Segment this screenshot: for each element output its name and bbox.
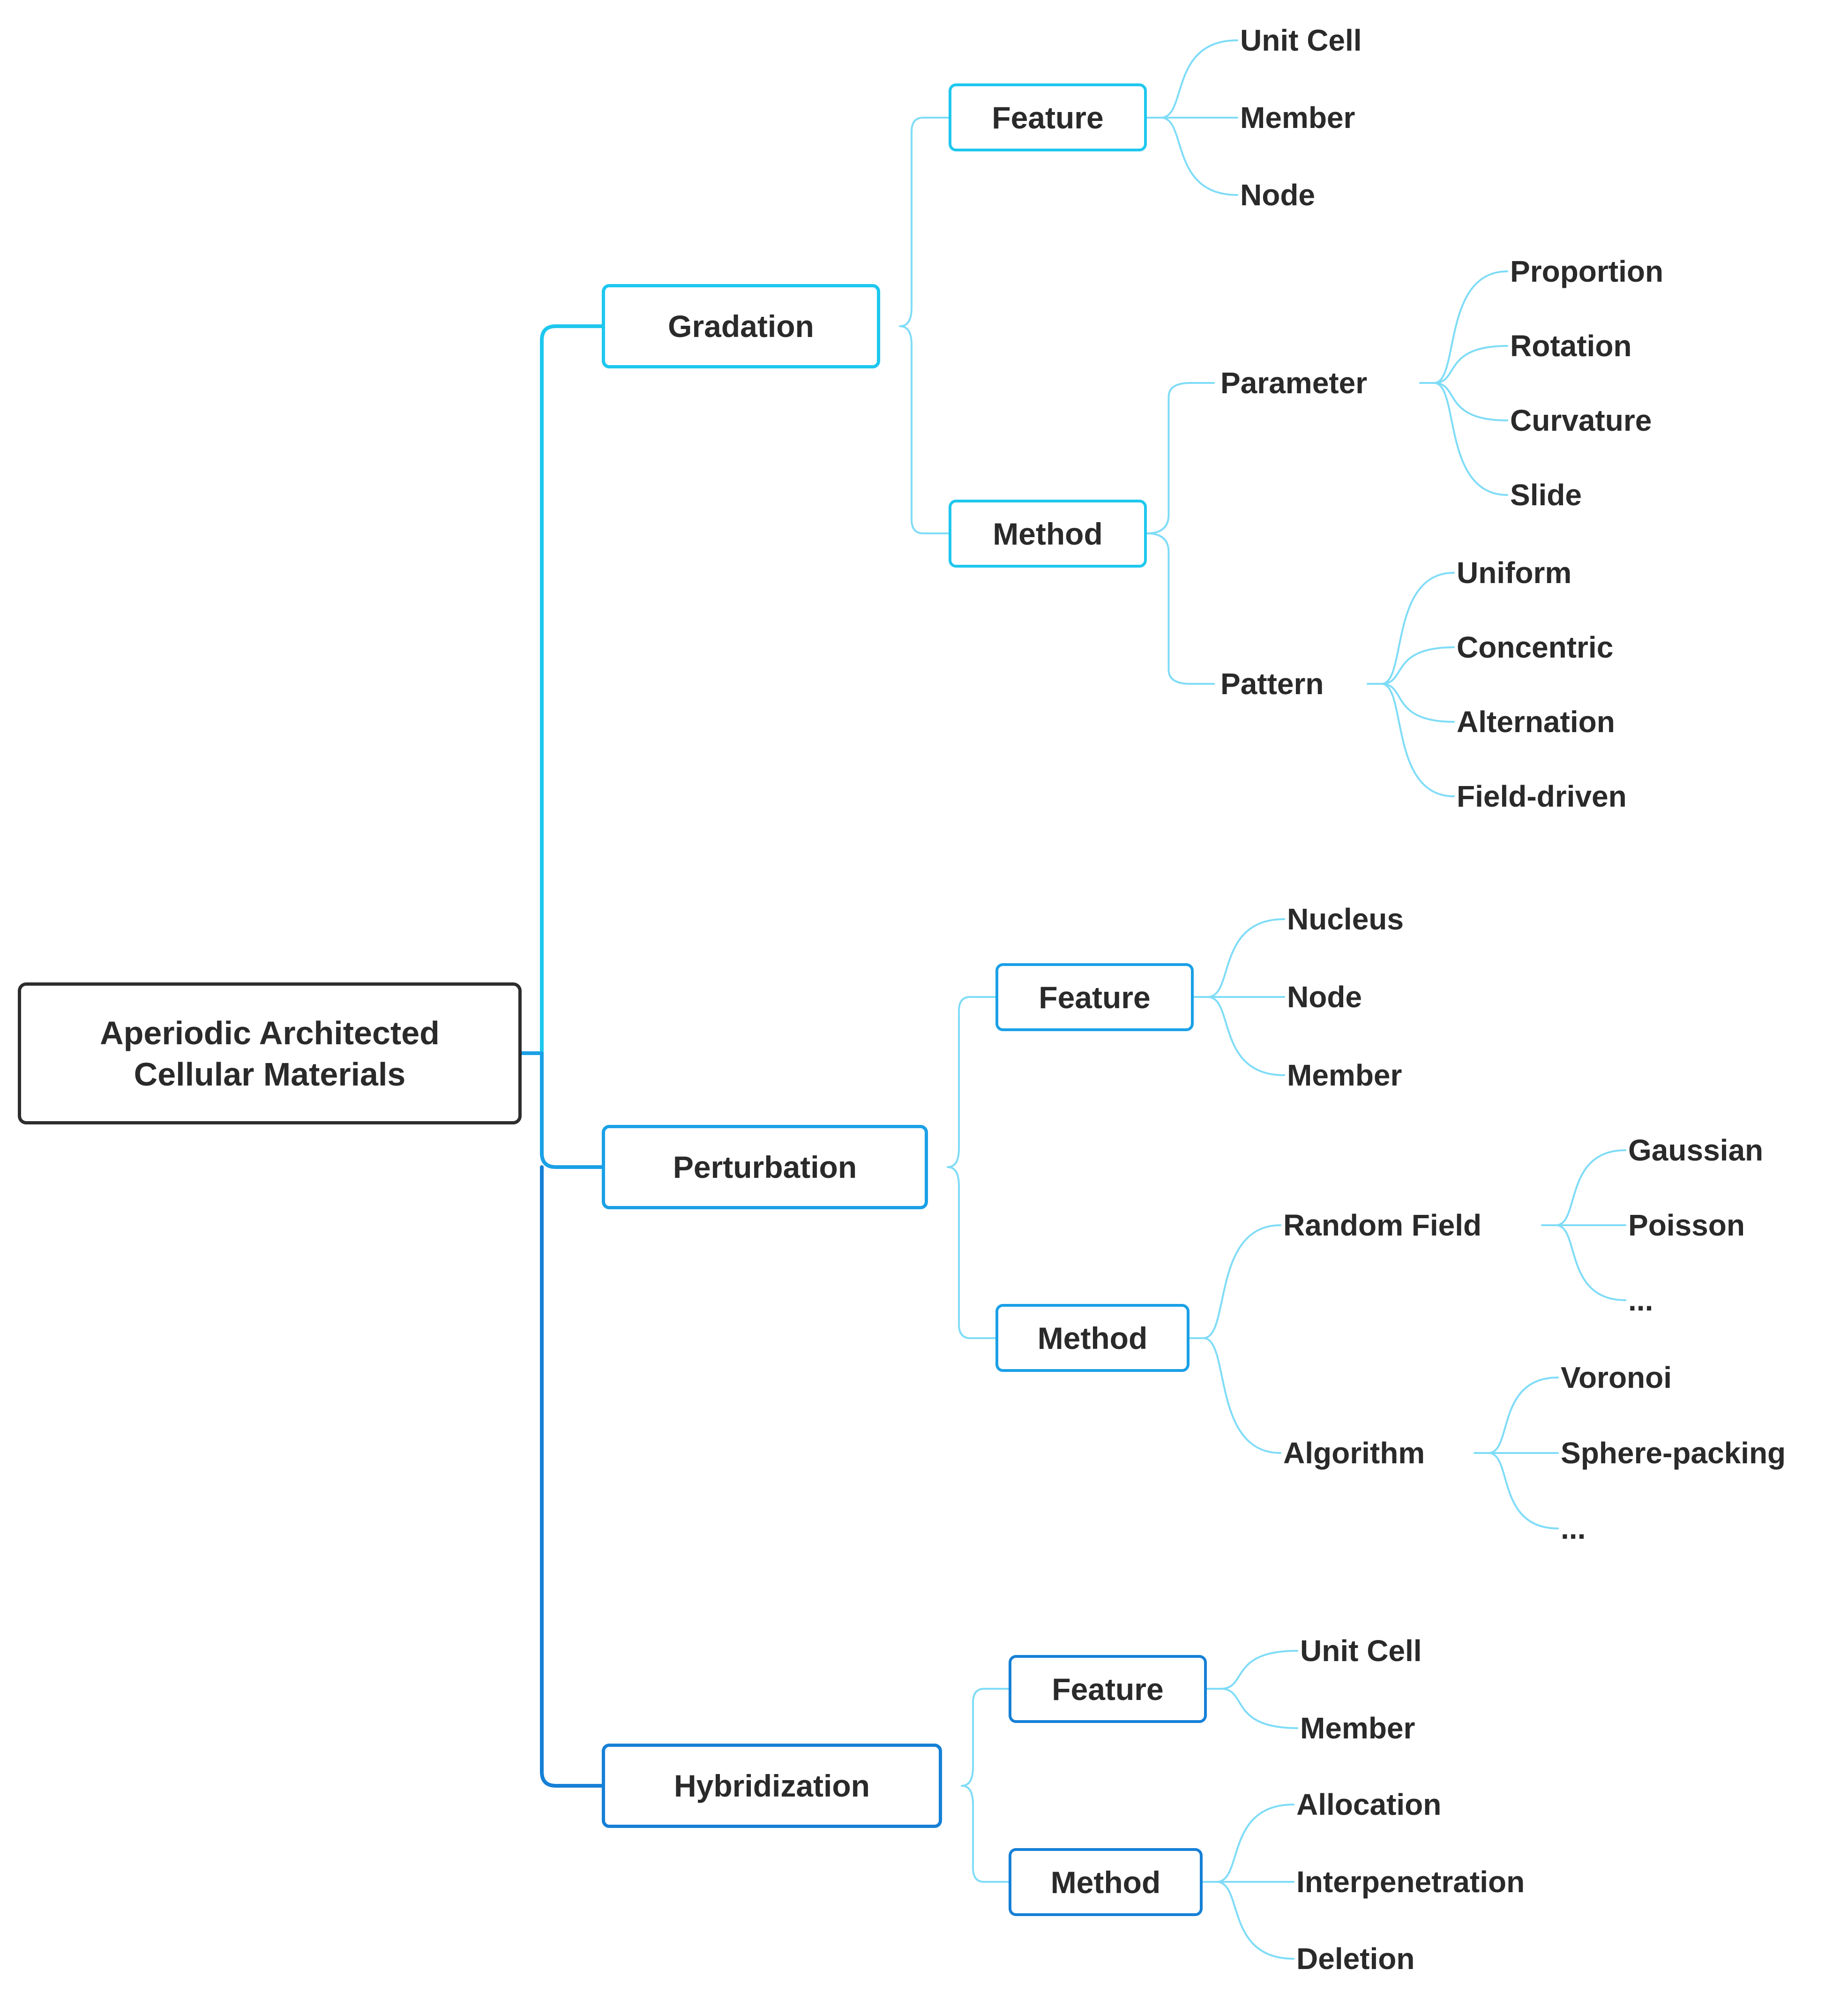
- parameter-fan-1: [1433, 345, 1508, 384]
- pattern-fan-0: [1381, 572, 1455, 685]
- algorithm-fan-2: [1488, 1452, 1559, 1529]
- gradation-feature-unit-cell: Unit Cell: [1240, 23, 1362, 57]
- random-field-label: Random Field: [1283, 1208, 1482, 1242]
- pattern-fan-1: [1381, 646, 1455, 685]
- pattern-alternation: Alternation: [1457, 705, 1615, 739]
- algorithm-sphere-packing: Sphere-packing: [1561, 1436, 1786, 1470]
- hybridization-feature-fan-1: [1220, 1688, 1298, 1729]
- perturbation-method-fan-1: [1203, 1337, 1281, 1454]
- random-field-fan-2: [1555, 1224, 1626, 1301]
- hybridization-method-interpenetration: Interpenetration: [1296, 1865, 1525, 1899]
- perturbation-brace: [947, 996, 971, 1339]
- hybridization-method-fan-0: [1216, 1804, 1294, 1883]
- algorithm-ellipsis: ...: [1561, 1512, 1586, 1545]
- hybridization-feature-member: Member: [1300, 1711, 1415, 1745]
- hybridization-feature-node[interactable]: Feature: [1009, 1655, 1207, 1723]
- perturbation-feature-node[interactable]: Feature: [995, 963, 1194, 1031]
- gradation-feature-fan-2: [1160, 117, 1238, 196]
- gradation-brace: [899, 117, 924, 534]
- perturbation-feature-member: Member: [1287, 1058, 1402, 1092]
- parameter-label: Parameter: [1220, 366, 1368, 400]
- root-to-perturbation-line: [540, 1051, 604, 1169]
- hybridization-feature-unit-cell: Unit Cell: [1300, 1634, 1422, 1668]
- hybridization-method-node[interactable]: Method: [1009, 1848, 1203, 1916]
- hybridization-node[interactable]: Hybridization: [602, 1744, 942, 1828]
- perturbation-feature-nucleus: Nucleus: [1287, 902, 1404, 936]
- gradation-feature-member: Member: [1240, 101, 1355, 135]
- pattern-fan-2: [1381, 683, 1455, 723]
- pattern-field-driven: Field-driven: [1457, 779, 1627, 813]
- perturbation-feature-fan-0: [1207, 918, 1285, 998]
- gradation-feature-node-item: Node: [1240, 178, 1315, 212]
- root-to-gradation-line: [540, 324, 604, 1055]
- parameter-fan-3: [1433, 382, 1508, 496]
- root-node[interactable]: Aperiodic Architected Cellular Materials: [18, 982, 522, 1124]
- hybridization-brace: [961, 1688, 985, 1883]
- root-title-line-1: Aperiodic Architected: [100, 1014, 440, 1051]
- gradation-feature-node[interactable]: Feature: [949, 83, 1147, 151]
- gradation-method-brace: [1146, 382, 1191, 685]
- perturbation-method-node[interactable]: Method: [995, 1304, 1190, 1372]
- perturbation-method-fan-0: [1203, 1224, 1281, 1339]
- pattern-label: Pattern: [1220, 667, 1324, 701]
- pattern-concentric: Concentric: [1457, 630, 1614, 664]
- root-to-hybridization-line: [540, 1165, 604, 1788]
- perturbation-feature-fan-2: [1207, 996, 1285, 1076]
- hybridization-method-deletion: Deletion: [1296, 1942, 1415, 1976]
- hybridization-method-fan-2: [1216, 1881, 1294, 1960]
- gradation-feature-fan-0: [1160, 39, 1238, 119]
- gradation-method-node[interactable]: Method: [949, 500, 1147, 568]
- algorithm-voronoi: Voronoi: [1561, 1361, 1672, 1394]
- random-field-fan-0: [1555, 1149, 1626, 1226]
- hybridization-method-allocation: Allocation: [1296, 1788, 1442, 1821]
- random-field-ellipsis: ...: [1628, 1283, 1653, 1317]
- parameter-curvature: Curvature: [1510, 404, 1652, 437]
- parameter-rotation: Rotation: [1510, 329, 1632, 363]
- algorithm-fan-0: [1488, 1377, 1559, 1454]
- perturbation-feature-node-item: Node: [1287, 980, 1362, 1014]
- root-title-line-2: Cellular Materials: [134, 1056, 406, 1093]
- perturbation-node[interactable]: Perturbation: [602, 1125, 928, 1209]
- random-field-poisson: Poisson: [1628, 1208, 1745, 1242]
- random-field-gaussian: Gaussian: [1628, 1133, 1764, 1167]
- parameter-slide: Slide: [1510, 478, 1582, 512]
- parameter-fan-0: [1433, 270, 1508, 384]
- algorithm-label: Algorithm: [1283, 1436, 1425, 1470]
- gradation-node[interactable]: Gradation: [602, 284, 880, 368]
- hybridization-feature-fan-0: [1220, 1650, 1298, 1690]
- parameter-fan-2: [1433, 382, 1508, 421]
- pattern-fan-3: [1381, 683, 1455, 797]
- parameter-proportion: Proportion: [1510, 255, 1664, 288]
- pattern-uniform: Uniform: [1457, 556, 1572, 590]
